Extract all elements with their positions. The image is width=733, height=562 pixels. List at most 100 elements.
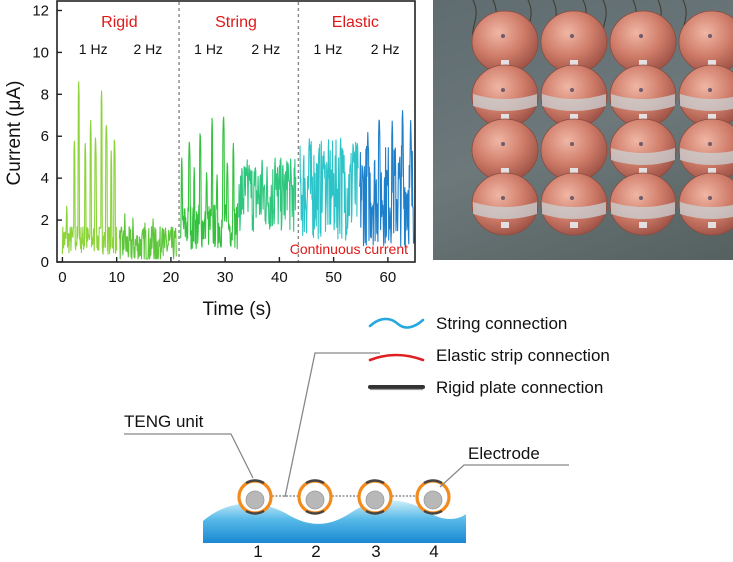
series-line-4 (238, 157, 297, 232)
electrode-label: Electrode (468, 444, 540, 463)
legend-swatch-arc (368, 353, 425, 362)
legend-callout-line (284, 352, 380, 498)
unit-number-label: 2 (311, 542, 320, 561)
contact-dot (501, 34, 505, 38)
teng-unit-callout-line (124, 433, 254, 479)
teng-array-photo-icon (471, 0, 733, 236)
elastic-band (680, 148, 733, 165)
photo-teng-ball (609, 10, 677, 74)
electrode-strip (365, 509, 385, 515)
photo-teng-ball (540, 172, 608, 236)
photo-teng-ball (609, 118, 677, 182)
contact-dot (570, 196, 574, 200)
region-label-elastic: Elastic (332, 14, 379, 31)
frequency-label: 2 Hz (251, 41, 280, 57)
legend-label: String connection (436, 314, 567, 333)
photo-teng-ball (609, 172, 677, 236)
contact-dot (570, 142, 574, 146)
contact-dot (708, 142, 712, 146)
photo-teng-ball (471, 64, 539, 128)
frequency-label: 2 Hz (371, 41, 400, 57)
legend-label: Elastic strip connection (436, 346, 610, 365)
chart-dividers (178, 2, 300, 262)
teng-unit-3 (357, 479, 393, 515)
x-tick-label: 50 (325, 269, 342, 286)
legend-swatch-wave (368, 317, 425, 329)
electrode-strip (305, 479, 325, 485)
y-tick-label: 4 (41, 170, 49, 187)
y-tick-label: 2 (41, 212, 49, 229)
elastic-band (680, 202, 733, 219)
photo-teng-ball (678, 172, 733, 236)
y-tick-label: 6 (41, 128, 49, 145)
x-tick-label: 20 (163, 269, 180, 286)
teng-core-ball (305, 490, 325, 510)
tape-patch (708, 222, 716, 228)
contact-dot (570, 34, 574, 38)
contact-dot (501, 88, 505, 92)
photo-teng-ball (540, 10, 608, 74)
unit-number-label: 3 (371, 542, 380, 561)
tape-patch (501, 60, 509, 66)
tape-patch (570, 114, 578, 120)
photo-teng-ball (540, 118, 608, 182)
series-line-6 (359, 110, 416, 247)
ball-shell (678, 10, 733, 74)
region-label-string: String (215, 14, 257, 31)
teng-unit-label: TENG unit (124, 412, 204, 431)
teng-unit-4 (415, 479, 451, 515)
contact-dot (708, 88, 712, 92)
unit-number-label: 1 (253, 542, 262, 561)
teng-array-photo (433, 0, 733, 260)
photo-teng-ball (678, 118, 733, 182)
y-tick-label: 0 (41, 254, 49, 271)
series-line-1 (61, 81, 118, 255)
ball-shell (471, 172, 539, 236)
tape-patch (570, 60, 578, 66)
tape-patch (708, 60, 716, 66)
photo-teng-ball (678, 64, 733, 128)
x-tick-label: 30 (217, 269, 234, 286)
ball-shell (609, 172, 677, 236)
electrode-strip (245, 479, 265, 485)
teng-core-ball (365, 490, 385, 510)
contact-dot (501, 196, 505, 200)
water-wave (203, 500, 466, 543)
ball-shell (678, 172, 733, 236)
frequency-label: 1 Hz (79, 41, 108, 57)
tape-patch (570, 168, 578, 174)
contact-dot (639, 196, 643, 200)
teng-core-ball (423, 490, 443, 510)
chart-series-group (61, 81, 416, 260)
photo-balls (471, 10, 733, 236)
teng-unit-1 (237, 479, 273, 515)
tape-patch (708, 114, 716, 120)
electrode-strip (423, 479, 443, 485)
y-tick-label: 12 (32, 2, 49, 19)
y-tick-label: 10 (32, 44, 49, 61)
ball-shell (540, 172, 608, 236)
elastic-band (611, 94, 675, 111)
teng-units (237, 479, 451, 515)
elastic-band (542, 94, 606, 111)
x-tick-label: 40 (271, 269, 288, 286)
tape-patch (501, 222, 509, 228)
contact-dot (639, 142, 643, 146)
tape-patch (639, 168, 647, 174)
tape-patch (501, 114, 509, 120)
photo-teng-ball (609, 64, 677, 128)
region-label-rigid: Rigid (101, 14, 137, 31)
tape-patch (639, 222, 647, 228)
photo-teng-ball (471, 172, 539, 236)
elastic-band (473, 202, 537, 219)
electrode-strip (245, 509, 265, 515)
plot-frame (56, 0, 416, 263)
series-line-2 (118, 213, 177, 260)
photo-teng-ball (471, 118, 539, 182)
